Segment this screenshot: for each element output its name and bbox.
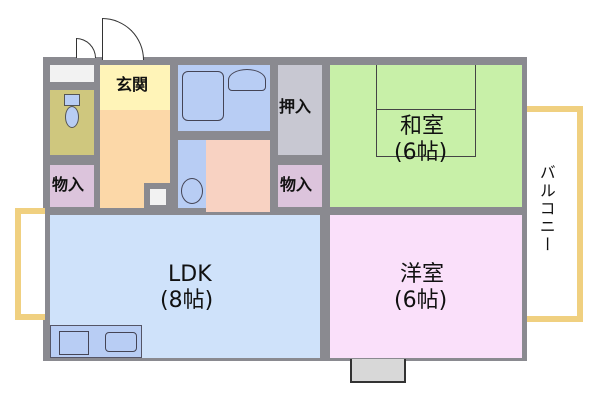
storage-right-label: 物入 <box>280 175 313 194</box>
sink-icon <box>181 178 203 204</box>
entrance-door[interactable] <box>102 18 144 60</box>
toilet-room <box>50 90 94 155</box>
storage-door[interactable] <box>76 38 96 58</box>
genkan-label: 玄関 <box>116 75 149 94</box>
washitsu: 和室 (6帖) <box>330 65 522 207</box>
ldk-label: LDK <box>168 262 212 287</box>
toilet-icon <box>64 94 80 106</box>
kitchen-sink-icon <box>105 332 137 352</box>
left-balcony <box>15 208 45 320</box>
oshiire: 押入 <box>278 65 322 155</box>
oshiire-label: 押入 <box>279 97 312 116</box>
yoshitsu: 洋室 (6帖) <box>330 215 522 358</box>
balcony-label: バルコニー <box>536 164 556 254</box>
storage-right: 物入 <box>278 165 322 207</box>
genkan: 玄関 <box>100 65 170 110</box>
shower-icon <box>228 69 266 91</box>
right-balcony: バルコニー <box>527 106 583 322</box>
storage-left-label: 物入 <box>52 175 85 194</box>
shoe-storage <box>50 65 94 82</box>
tatami-lines <box>376 65 476 157</box>
storage-left: 物入 <box>50 165 94 207</box>
washroom <box>206 140 270 212</box>
washroom-basin <box>178 140 206 208</box>
bathroom <box>178 65 270 131</box>
washitsu-size: (6帖) <box>394 140 448 165</box>
bathtub-icon <box>182 71 224 121</box>
ldk-size: (8帖) <box>160 288 214 313</box>
toilet-bowl <box>65 106 79 128</box>
yoshitsu-size: (6帖) <box>394 288 448 313</box>
yoshitsu-label: 洋室 <box>400 262 445 287</box>
washitsu-label: 和室 <box>400 114 445 139</box>
ldk: LDK (8帖) <box>50 215 320 358</box>
stove-icon <box>59 331 89 355</box>
tatami-line <box>376 109 476 110</box>
bay-window <box>350 359 406 383</box>
pillar-box <box>150 189 166 205</box>
kitchen-counter <box>50 325 142 358</box>
